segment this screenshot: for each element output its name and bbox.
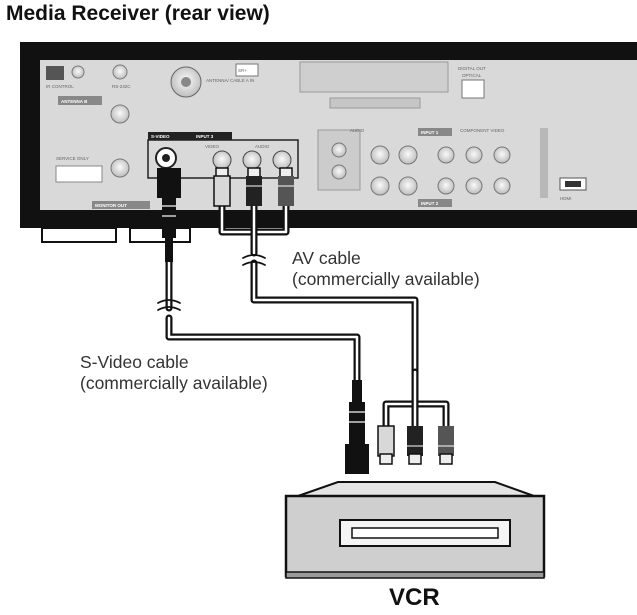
s-video-cable-caption-line1: S-Video cable: [80, 352, 189, 372]
optical-label: OPTICAL: [462, 73, 482, 78]
av-cable: [218, 201, 450, 434]
input-3-label: INPUT 3: [196, 134, 214, 139]
antenna-cable-label: ANTENNA/ CABLE A IN: [206, 78, 254, 83]
vcr-label: VCR: [389, 584, 440, 611]
hdmi-label: HDMI: [560, 196, 572, 201]
input-2-label: INPUT 2: [421, 201, 439, 206]
vcr-illustration: [284, 481, 546, 579]
input-1-label: INPUT 1: [421, 130, 439, 135]
av-cable-caption: AV cable (commercially available): [292, 248, 480, 290]
ir-control-label: IR CONTROL: [46, 84, 74, 89]
sr-plus-label: SR+: [238, 68, 247, 73]
monitor-out-label: MONITOR OUT: [95, 203, 127, 208]
receiver-side-plugs: [157, 167, 294, 262]
service-only-label: SERVICE ONLY: [56, 156, 89, 161]
vcr-side-plugs: [345, 380, 454, 474]
s-video-cable-caption: S-Video cable (commercially available): [80, 352, 268, 394]
cable-break-marks: [157, 254, 266, 311]
av-cable-caption-line1: AV cable: [292, 248, 361, 268]
video-label: VIDEO: [205, 144, 220, 149]
s-video-label: S-VIDEO: [151, 134, 170, 139]
rs232c-label: RS-232C: [112, 84, 131, 89]
diagram-title: Media Receiver (rear view): [6, 2, 270, 25]
component-video-label: COMPONENT VIDEO: [460, 128, 505, 133]
s-video-cable-caption-line2: (commercially available): [80, 373, 268, 393]
audio-label: AUDIO: [255, 144, 270, 149]
antenna-b-label: ANTENNA B: [61, 99, 88, 104]
av-cable-caption-line2: (commercially available): [292, 269, 480, 289]
audio-label-2: AUDIO: [350, 128, 365, 133]
digital-out-label: DIGITAL OUT: [458, 66, 486, 71]
media-receiver-rear-panel: IR CONTROL RS-232C ANTENNA B ANTENNA/ CA…: [20, 42, 637, 243]
